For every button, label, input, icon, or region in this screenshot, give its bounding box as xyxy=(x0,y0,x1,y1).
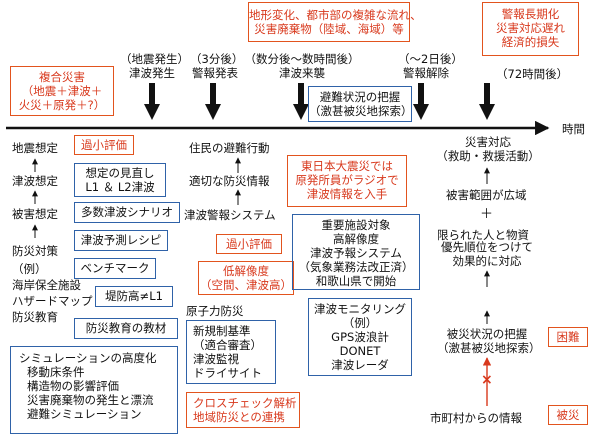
new-standard-box: 新規制基準 （適合審査） 津波監視 ドライサイト xyxy=(186,320,276,384)
limited-resources: 限られた人と物資 xyxy=(437,228,529,242)
hazardmap: ハザードマップ xyxy=(12,294,93,308)
plus-sign: ＋ xyxy=(480,207,494,222)
benchmark-box: ベンチマーク xyxy=(74,258,156,279)
evac-action: 住民の避難行動 xyxy=(189,141,270,155)
disaster-response: 災害対応 （救助・救援活動） xyxy=(436,135,540,163)
education: 防災教育 xyxy=(12,310,58,324)
nuclear: 原子力防災 xyxy=(186,304,244,318)
cross-mark-icon: × xyxy=(481,372,493,388)
affected-box: 被災 xyxy=(548,405,588,425)
review-box: 想定の見直し L1 ＆ L2津波 xyxy=(74,163,166,197)
seawall-box: 堤防高≠L1 xyxy=(95,286,173,307)
example: （例） xyxy=(12,262,47,276)
urban-flow-box: 地形変化、都市部の複雑な流れ、 災害廃棄物（陸域、海域）等 xyxy=(248,2,422,42)
measures: 防災対策 xyxy=(12,244,58,258)
damage-assume: 被害想定 xyxy=(12,207,58,221)
t-72h: （72時間後） xyxy=(496,67,569,81)
monitoring-box: 津波モニタリング （例） GPS波浪計 DONET 津波レーダ xyxy=(308,298,412,376)
warning-long-box: 警報長期化 災害対応遅れ 経済的損失 xyxy=(482,2,579,56)
east-japan-box: 東日本大震災では 原発所員がラジオで 津波情報を入手 xyxy=(287,155,407,207)
evac-grasp-box: 避難状況の把握 （激甚被災地探索） xyxy=(308,86,413,122)
scenario-box: 多数津波シナリオ xyxy=(74,202,180,223)
quake-assume: 地震想定 xyxy=(12,141,58,155)
seawall: 海岸保全施設 xyxy=(12,278,81,292)
difficult-box: 困難 xyxy=(548,327,588,347)
t-tsunami: （数分後～数時間後） 津波来襲 xyxy=(244,52,360,80)
t-3min: （3分後） 警報発表 xyxy=(190,52,244,80)
underestimate-box-1: 過小評価 xyxy=(74,135,134,155)
education-box: 防災教育の教材 xyxy=(74,318,178,339)
recipe-box: 津波予測レシピ xyxy=(74,230,168,251)
important-facility-box: 重要施設対象 高解像度 津波予報システム （気象業務法改正済） 和歌山県で開始 xyxy=(292,214,420,290)
simulation-box: シミュレーションの高度化 移動床条件 構造物の影響評価 災害廃棄物の発生と漂流 … xyxy=(10,346,178,434)
underestimate-box-2: 過小評価 xyxy=(216,234,282,254)
tsunami-assume: 津波想定 xyxy=(12,174,58,188)
t-release: （～2日後） 警報解除 xyxy=(398,52,463,80)
municipal-info: 市町村からの情報 xyxy=(430,411,522,425)
grasp-damage: 被災状況の把握 （激甚被災地探索） xyxy=(437,327,541,355)
time-label: 時間 xyxy=(562,122,585,136)
t-quake: （地震発生） 津波発生 xyxy=(120,52,189,80)
crosscheck-box: クロスチェック解析 地域防災との連携 xyxy=(186,392,300,428)
wide-damage: 被害範囲が広域 xyxy=(446,188,527,202)
priority: 優先順位をつけて 効果的に対応 xyxy=(441,240,533,268)
warning-system: 津波警報システム xyxy=(184,208,276,222)
proper-info: 適切な防災情報 xyxy=(189,174,270,188)
timeline-arrows xyxy=(144,83,495,120)
compound-disaster-box: 複合災害 （地震＋津波＋ 火災＋原発＋?） xyxy=(10,66,114,116)
low-res-box: 低解像度 （空間、津波高） xyxy=(198,261,294,295)
